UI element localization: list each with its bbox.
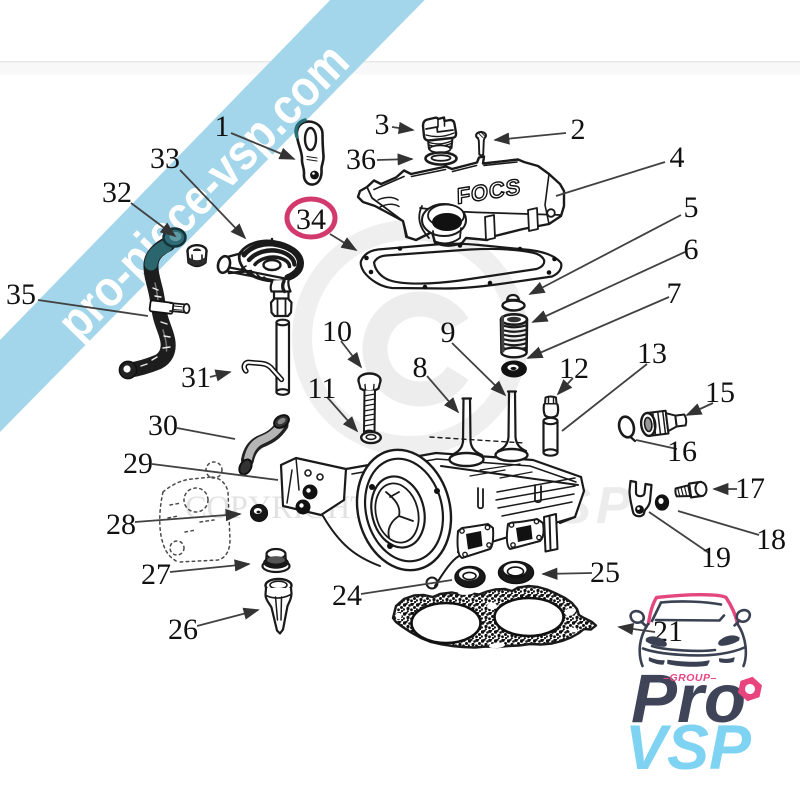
svg-text:1: 1 [215, 110, 230, 143]
svg-text:30: 30 [148, 409, 178, 442]
svg-text:24: 24 [332, 579, 362, 612]
svg-text:25: 25 [590, 556, 620, 589]
svg-text:19: 19 [701, 541, 731, 574]
svg-text:7: 7 [667, 277, 682, 310]
svg-text:31: 31 [181, 361, 211, 394]
svg-text:10: 10 [322, 315, 352, 348]
svg-text:6: 6 [684, 233, 699, 266]
svg-text:5: 5 [684, 191, 699, 224]
svg-text:8: 8 [413, 351, 428, 384]
svg-text:29: 29 [123, 447, 153, 480]
svg-text:32: 32 [102, 176, 132, 209]
svg-text:15: 15 [705, 376, 735, 409]
svg-text:–GROUP–: –GROUP– [663, 672, 717, 684]
svg-text:18: 18 [756, 523, 786, 556]
svg-text:4: 4 [670, 141, 685, 174]
svg-text:3: 3 [375, 108, 390, 141]
svg-text:35: 35 [6, 278, 36, 311]
svg-text:VSP: VSP [625, 713, 752, 783]
svg-text:33: 33 [150, 142, 180, 175]
svg-text:28: 28 [106, 508, 136, 541]
svg-text:2: 2 [571, 113, 586, 146]
svg-text:13: 13 [637, 337, 667, 370]
svg-text:27: 27 [141, 558, 171, 591]
svg-text:26: 26 [168, 613, 198, 646]
svg-text:9: 9 [441, 316, 456, 349]
svg-text:34: 34 [296, 203, 326, 236]
svg-text:11: 11 [308, 372, 337, 405]
svg-text:36: 36 [346, 143, 376, 176]
svg-text:12: 12 [559, 352, 589, 385]
svg-text:17: 17 [735, 472, 765, 505]
svg-text:16: 16 [667, 435, 697, 468]
svg-text:Pro: Pro [631, 660, 746, 737]
